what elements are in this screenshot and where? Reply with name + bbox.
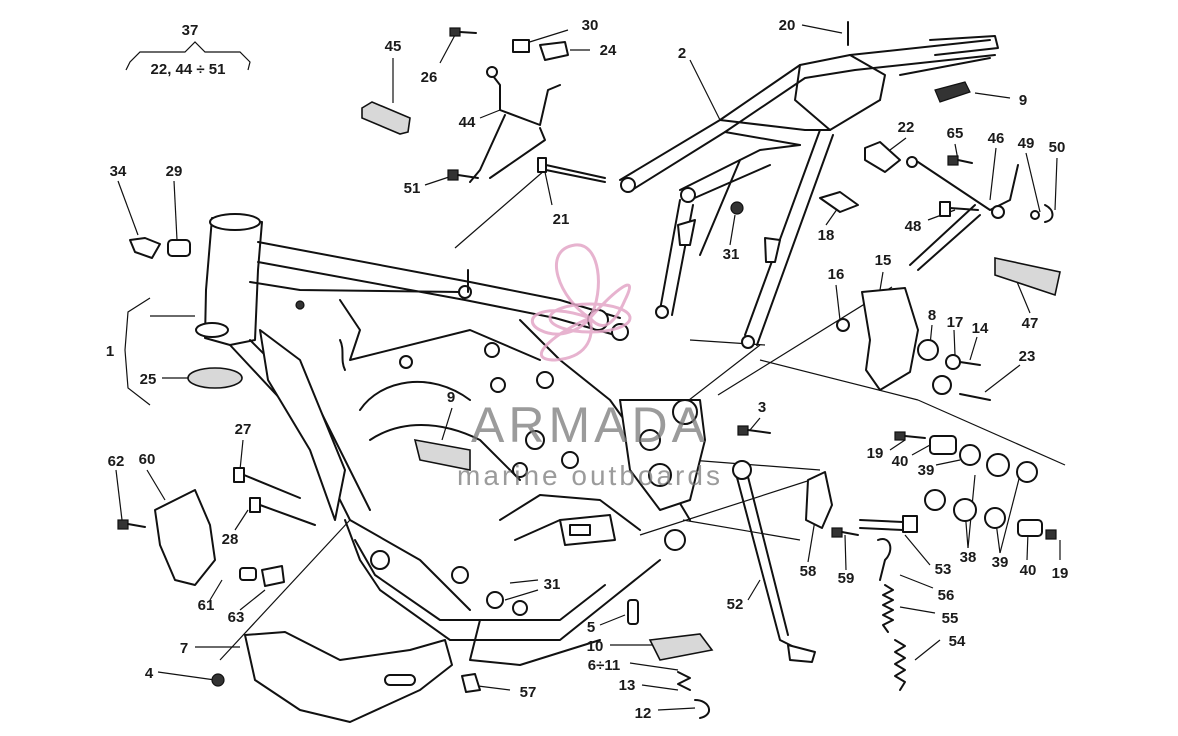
leader-lines [115,24,1066,711]
callout-15: 15 [875,252,892,269]
callout-8: 8 [928,307,936,324]
callout-62: 62 [108,453,125,470]
callout-57: 57 [520,684,537,701]
callout-40-lower: 40 [1020,562,1037,579]
callout-16: 16 [828,266,845,283]
callout-55: 55 [942,610,959,627]
callout-2: 2 [678,45,686,62]
rear-subframe [619,35,999,349]
callout-52: 52 [727,596,744,613]
callout-6-11: 6÷11 [588,657,620,674]
callout-39-upper: 39 [918,462,935,479]
callout-50: 50 [1049,139,1066,156]
callout-38: 38 [960,549,977,566]
callout-5: 5 [587,619,595,636]
callout-27: 27 [235,421,252,438]
callout-29: 29 [166,163,183,180]
callout-59: 59 [838,570,855,587]
callout-labels: 37 22, 44 ÷ 51 45 26 30 24 44 51 21 20 2… [106,17,1069,722]
callout-19-lower: 19 [1052,565,1069,582]
watermark-brand: ARMADA [471,397,709,453]
callout-58: 58 [800,563,817,580]
callout-19-upper: 19 [867,445,884,462]
callout-20: 20 [779,17,796,34]
small-parts [117,21,1061,723]
callout-49: 49 [1018,135,1035,152]
watermark: ARMADA marine outboards [457,243,723,491]
callout-12: 12 [635,705,652,722]
callout-40-upper: 40 [892,453,909,470]
callout-17: 17 [947,314,964,331]
callout-51: 51 [404,180,421,197]
callout-24: 24 [600,42,617,59]
callout-26: 26 [421,69,438,86]
callout-65: 65 [947,125,964,142]
callout-21: 21 [553,211,570,228]
callout-47: 47 [1022,315,1039,332]
callout-9-top: 9 [1019,92,1027,109]
callout-31-lower: 31 [544,576,561,593]
callout-25: 25 [140,371,157,388]
callout-23: 23 [1019,348,1036,365]
callout-14: 14 [972,320,989,337]
callout-44: 44 [459,114,476,131]
callout-18: 18 [818,227,835,244]
callout-13: 13 [619,677,636,694]
callout-46: 46 [988,130,1005,147]
callout-3: 3 [758,399,766,416]
callout-30: 30 [582,17,599,34]
callout-1: 1 [106,343,114,360]
callout-39-lower: 39 [992,554,1009,571]
callout-56: 56 [938,587,955,604]
callout-22-44-51: 22, 44 ÷ 51 [151,61,226,78]
callout-54: 54 [949,633,966,650]
callout-4: 4 [145,665,154,682]
callout-60: 60 [139,451,156,468]
callout-7: 7 [180,640,188,657]
callout-53: 53 [935,561,952,578]
callout-9-mid: 9 [447,389,455,406]
callout-31-top: 31 [723,246,740,263]
propeller-logo [530,243,632,362]
callout-22: 22 [898,119,915,136]
callout-10: 10 [587,638,604,655]
callout-63: 63 [228,609,245,626]
callout-45: 45 [385,38,402,55]
callout-37: 37 [182,22,199,39]
callout-34: 34 [110,163,127,180]
callout-28: 28 [222,531,239,548]
watermark-tagline: marine outboards [457,460,723,491]
callout-48: 48 [905,218,922,235]
callout-61: 61 [198,597,215,614]
main-frame [195,213,706,666]
